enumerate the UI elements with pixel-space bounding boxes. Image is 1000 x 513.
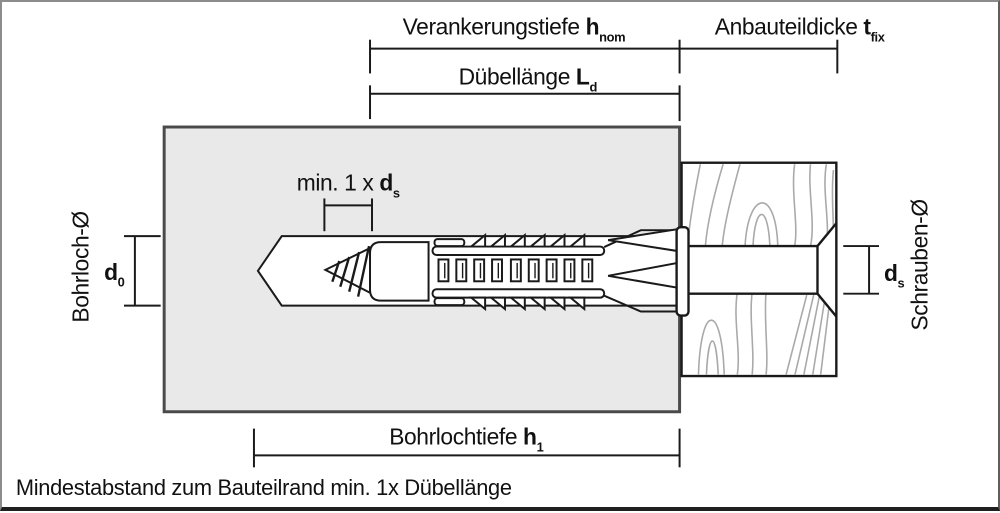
dowel-window — [491, 258, 503, 283]
dowel-window — [563, 258, 576, 283]
screw-diameter-label: Schrauben-Ø — [907, 199, 933, 330]
dowel-window — [437, 258, 450, 283]
dowel-barbs-top — [433, 233, 586, 248]
drill-hole-diameter-symbol: d0 — [104, 259, 125, 290]
dowel-window — [509, 258, 522, 283]
drill-hole-depth-label: Bohrlochtiefe h1 — [389, 423, 543, 454]
label-subscript: fix — [871, 30, 886, 45]
dowel-window — [581, 258, 594, 283]
dowel-windows — [437, 258, 594, 283]
label-symbol: h — [586, 14, 600, 40]
label-symbol: t — [863, 14, 871, 40]
dowel-rail-bottom — [431, 288, 606, 299]
label-symbol: h — [523, 423, 537, 449]
attachment-thickness-label: Anbauteildicke tfix — [715, 14, 886, 45]
label-subscript: s — [393, 185, 400, 200]
label-text: Dübellänge — [459, 63, 576, 89]
label-subscript: 0 — [118, 275, 125, 290]
dowel-window — [545, 258, 558, 283]
dimension-screw-diameter — [843, 245, 879, 295]
dowel-length-label: Dübellänge Ld — [459, 63, 598, 94]
label-text: min. 1 x — [297, 170, 380, 196]
dimension-min-tip-distance — [323, 198, 374, 232]
drill-hole-diameter-label: Bohrloch-Ø — [67, 211, 93, 322]
anchoring-depth-label: Verankerungstiefe hnom — [403, 14, 626, 45]
dimension-top-lines — [369, 39, 839, 74]
label-symbol: d — [104, 259, 118, 285]
dimension-dowel-length — [369, 85, 681, 122]
label-symbol: L — [576, 63, 590, 89]
dowel-window — [473, 258, 486, 283]
min-tip-distance-label: min. 1 x ds — [297, 170, 400, 201]
dowel-window — [455, 258, 468, 283]
label-text: Anbauteildicke — [715, 14, 864, 40]
dowel-collar — [675, 226, 690, 317]
label-subscript: s — [897, 276, 904, 291]
label-text: Bohrlochtiefe — [389, 423, 523, 449]
label-subscript: d — [589, 79, 597, 94]
label-subscript: 1 — [537, 439, 544, 454]
label-symbol: d — [884, 260, 898, 286]
wood-grain — [686, 164, 835, 375]
dowel-rail-top — [431, 245, 606, 256]
dowel — [369, 226, 690, 317]
dimension-drill-hole-depth — [252, 428, 681, 468]
dowel-front-sleeve — [369, 241, 430, 302]
label-text: Verankerungstiefe — [403, 14, 586, 40]
footer-note: Mindestabstand zum Bauteilrand min. 1x D… — [16, 475, 512, 500]
screw-diameter-symbol: ds — [884, 260, 905, 291]
dimension-drill-hole-diameter — [123, 235, 161, 307]
dowel-barbs-bottom — [433, 296, 586, 312]
screw-thread-lines — [331, 245, 371, 297]
screw-head — [816, 219, 838, 320]
label-subscript: nom — [599, 30, 625, 45]
label-symbol: d — [379, 170, 393, 196]
dowel-window — [527, 258, 540, 283]
screw-shank — [688, 219, 838, 320]
dowel-expansion-end — [603, 228, 679, 313]
